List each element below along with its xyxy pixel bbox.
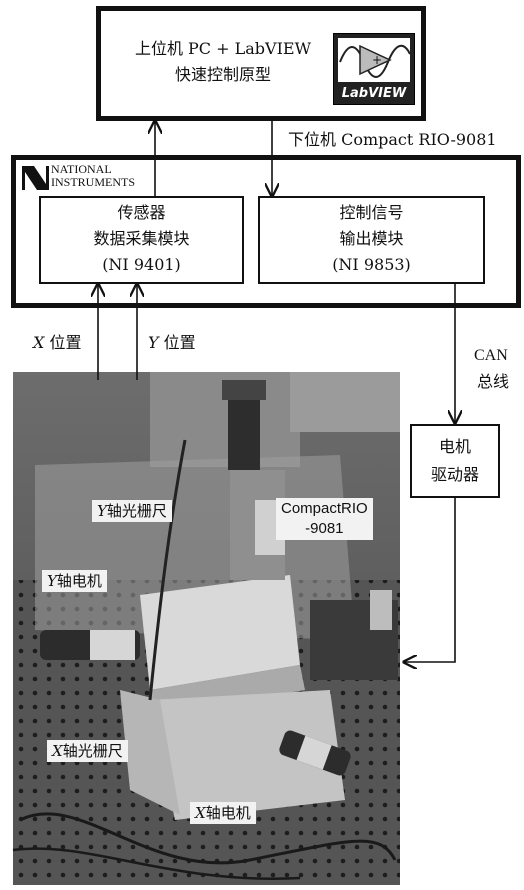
x-motor-text: 轴电机	[206, 804, 251, 822]
y-grating-label: Y轴光栅尺	[92, 500, 172, 522]
ni-logo-line2: INSTRUMENTS	[51, 176, 135, 189]
ni-logo: NATIONAL INSTRUMENTS	[20, 162, 160, 192]
y-grating-axis: Y	[97, 502, 107, 520]
x-motor-axis: X	[195, 804, 206, 822]
pc-title-line1: 上位机 PC + LabVIEW	[123, 38, 323, 60]
sensor-line3: (NI 9401)	[41, 254, 242, 276]
x-motor-label: X轴电机	[190, 802, 256, 824]
y-motor-label: Y轴电机	[42, 570, 107, 592]
x-grating-text: 轴光栅尺	[63, 742, 123, 760]
sensor-module-box: 传感器 数据采集模块 (NI 9401)	[39, 196, 244, 284]
output-module-box: 控制信号 输出模块 (NI 9853)	[258, 196, 485, 284]
x-position-label: X 位置	[33, 333, 82, 353]
driver-line1: 电机	[412, 436, 498, 458]
sensor-line1: 传感器	[41, 202, 242, 224]
x-position-text: 位置	[49, 333, 81, 352]
x-position-axis: X	[33, 333, 44, 352]
crio-photo-line1: CompactRIO	[281, 499, 368, 519]
labview-logo-text: LabVIEW	[334, 86, 414, 102]
sensor-line2: 数据采集模块	[41, 228, 242, 250]
labview-logo: + LabVIEW	[333, 33, 415, 105]
x-grating-label: X轴光栅尺	[47, 740, 128, 762]
x-grating-axis: X	[52, 742, 63, 760]
y-motor-axis: Y	[47, 572, 57, 590]
y-position-text: 位置	[164, 333, 196, 352]
y-position-label: Y 位置	[148, 333, 196, 353]
driver-line2: 驱动器	[412, 464, 498, 486]
ni-eagle-icon	[20, 162, 50, 192]
pc-labview-box: 上位机 PC + LabVIEW 快速控制原型 + LabVIEW	[96, 6, 426, 121]
output-line1: 控制信号	[260, 202, 483, 224]
motor-driver-box: 电机 驱动器	[410, 424, 500, 498]
y-position-axis: Y	[148, 333, 159, 352]
pc-title-line2: 快速控制原型	[123, 64, 323, 86]
y-motor-text: 轴电机	[57, 572, 102, 590]
crio-label: 下位机 Compact RIO-9081	[288, 130, 497, 150]
can-label-line1: CAN	[474, 346, 508, 366]
output-line3: (NI 9853)	[260, 254, 483, 276]
crio-photo-line2: -9081	[281, 519, 368, 539]
output-line2: 输出模块	[260, 228, 483, 250]
crio-photo-label: CompactRIO -9081	[276, 498, 373, 540]
y-grating-text: 轴光栅尺	[107, 502, 167, 520]
can-label-line2: 总线	[477, 372, 509, 392]
svg-text:+: +	[372, 53, 382, 67]
